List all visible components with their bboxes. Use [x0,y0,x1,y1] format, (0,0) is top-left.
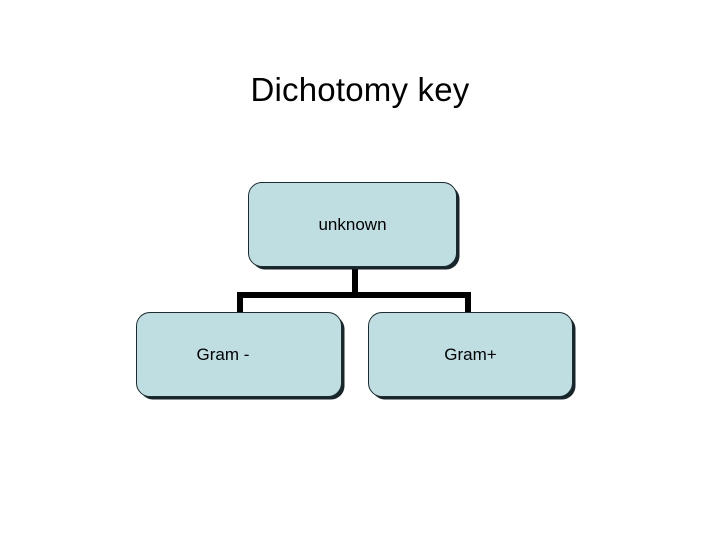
node-unknown[interactable]: unknown [248,182,457,267]
node-unknown-label: unknown [318,214,387,234]
node-gram-positive[interactable]: Gram+ [368,312,573,397]
connector-branch-horizontal [237,292,471,298]
connector-drop-left [237,292,243,316]
node-gram-negative-label: Gram - [196,344,250,364]
page-title: Dichotomy key [250,71,470,109]
node-gram-negative[interactable]: Gram - [136,312,342,397]
node-gram-positive-label: Gram+ [444,344,497,364]
connector-drop-right [465,292,471,316]
connector-stem-vertical [352,262,358,296]
